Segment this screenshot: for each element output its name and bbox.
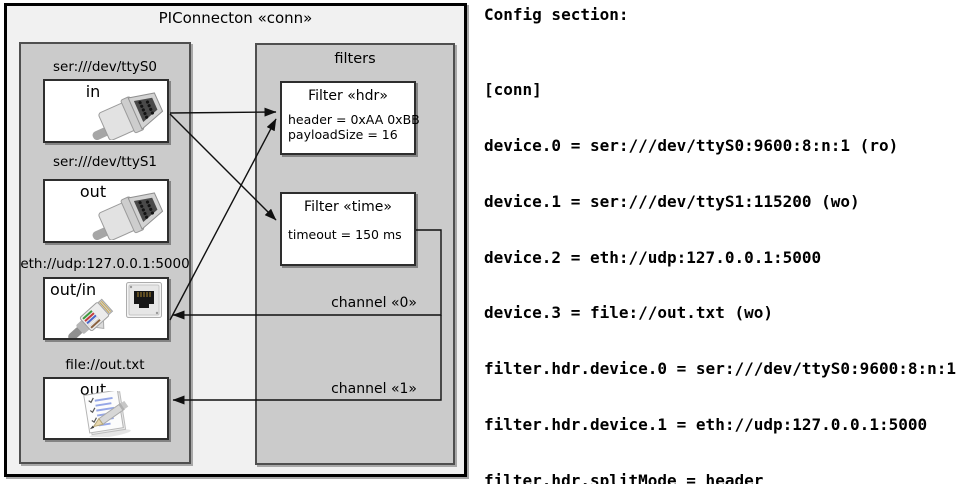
port-label: out/in	[50, 280, 97, 299]
config-line: filter.hdr.device.0 = ser:///dev/ttyS0:9…	[484, 359, 957, 379]
config-line: filter.hdr.device.1 = eth://udp:127.0.0.…	[484, 414, 928, 434]
filter-attribute: payloadSize = 16	[288, 127, 398, 142]
device-box-ttys0: in	[43, 79, 169, 143]
ethernet-jack-icon	[126, 282, 162, 318]
filters-panel-title: filters	[334, 51, 376, 67]
config-line: device.1 = ser:///dev/ttyS1:115200 (wo)	[484, 191, 860, 211]
device-address-label-ttys1: ser:///dev/ttyS1	[53, 154, 157, 170]
ethernet-cable-icon	[68, 298, 114, 338]
serial-connector-icon	[92, 92, 164, 140]
filter-hdr-box: Filter «hdr» header = 0xAA 0xBB payloadS…	[280, 81, 420, 155]
port-label: out	[79, 182, 107, 201]
notepad-pencil-icon	[83, 391, 131, 437]
config-line: device.0 = ser:///dev/ttyS0:9600:8:n:1 (…	[484, 135, 899, 155]
config-line: [conn]	[484, 80, 542, 100]
device-address-label-ttys0: ser:///dev/ttyS0	[53, 59, 157, 75]
serial-connector-icon	[92, 192, 164, 240]
channel-1-label: channel «1»	[331, 381, 417, 397]
device-box-file: out	[43, 377, 169, 440]
device-box-eth: out/in	[43, 277, 169, 340]
device-address-label-eth: eth://udp:127.0.0.1:5000	[20, 256, 190, 272]
config-line: filter.hdr.splitMode = header	[484, 470, 764, 484]
port-label: in	[85, 82, 101, 101]
filter-title: Filter «hdr»	[308, 88, 388, 104]
diagram-title: PIConnecton «conn»	[158, 9, 313, 27]
device-address-label-file: file://out.txt	[65, 357, 145, 373]
device-box-ttys1: out	[43, 179, 169, 243]
channel-0-label: channel «0»	[331, 295, 417, 311]
filter-attribute: header = 0xAA 0xBB	[288, 112, 420, 127]
config-heading: Config section:	[484, 5, 629, 24]
config-line: device.2 = eth://udp:127.0.0.1:5000	[484, 247, 822, 267]
filter-time-box: Filter «time» timeout = 150 ms	[280, 192, 416, 266]
config-text: [conn] device.0 = ser:///dev/ttyS0:9600:…	[484, 44, 964, 484]
filter-title: Filter «time»	[304, 199, 392, 215]
filter-attribute: timeout = 150 ms	[288, 227, 402, 242]
config-line: device.3 = file://out.txt (wo)	[484, 303, 773, 323]
